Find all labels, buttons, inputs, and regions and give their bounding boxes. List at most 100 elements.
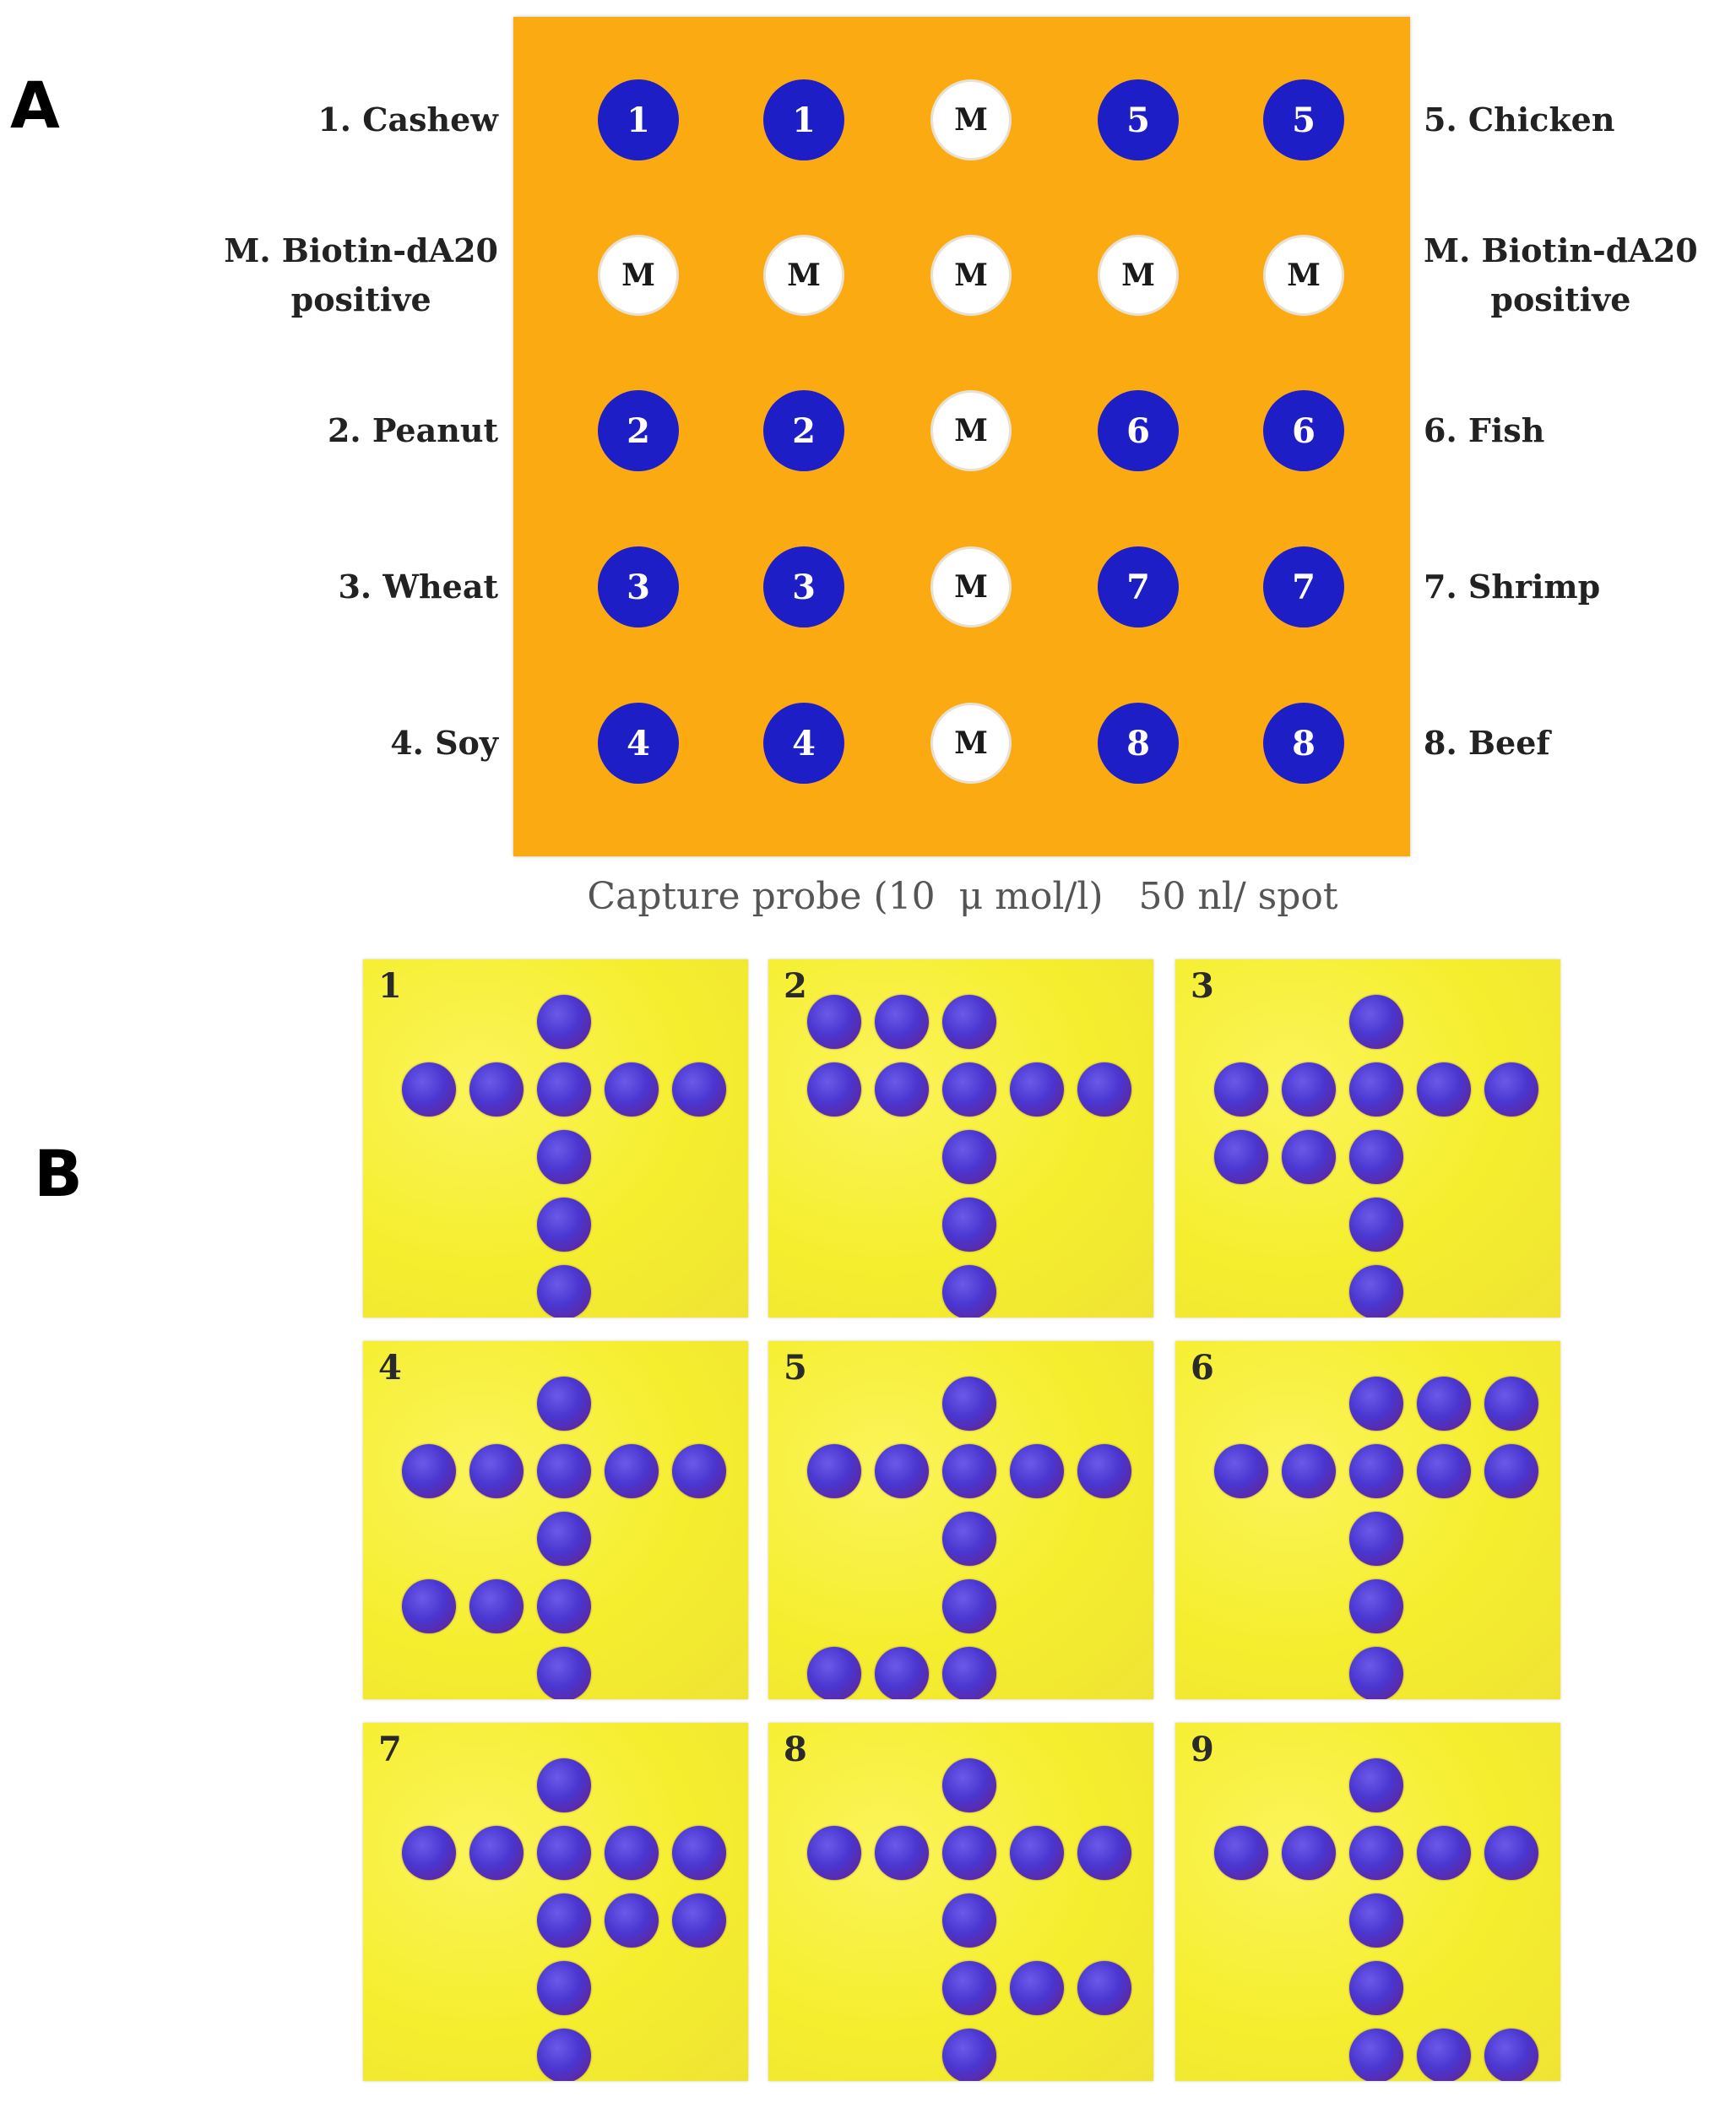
result-tile: 2 <box>768 959 1153 1318</box>
hybridized-spot <box>875 1062 929 1116</box>
hybridized-spot <box>942 1265 996 1318</box>
row-label-line: 8. Beef <box>1424 724 1550 762</box>
row-label-line: 6. Fish <box>1424 411 1545 449</box>
hybridized-spot <box>1417 1062 1471 1116</box>
tile-number: 1 <box>378 966 402 1006</box>
probe-spot: 1 <box>763 79 844 160</box>
hybridized-spot <box>1417 1377 1471 1431</box>
hybridized-spot <box>469 1826 524 1880</box>
row-label-right: 6. Fish <box>1424 406 1544 455</box>
panel-label-a: A <box>10 68 60 143</box>
row-label-line: 7. Shrimp <box>1424 568 1601 606</box>
marker-spot: M <box>930 235 1012 316</box>
hybridized-spot <box>469 1062 524 1116</box>
tile-number: 5 <box>784 1348 807 1388</box>
hybridized-spot <box>1077 1062 1131 1116</box>
hybridized-spot <box>875 1444 929 1498</box>
hybridized-spot <box>537 1062 591 1116</box>
hybridized-spot <box>1484 1826 1538 1880</box>
panel-label-b: B <box>34 1136 83 1211</box>
result-tile: 4 <box>363 1341 748 1699</box>
hybridized-spot <box>1349 995 1403 1049</box>
hybridized-spot <box>537 1444 591 1498</box>
hybridized-spot <box>1214 1444 1268 1498</box>
hybridized-spot <box>469 1579 524 1633</box>
hybridized-spot <box>537 1758 591 1812</box>
hybridized-spot <box>1349 1893 1403 1948</box>
hybridized-spot <box>807 1826 861 1880</box>
row-label-right: 5. Chicken <box>1424 95 1614 144</box>
hybridized-spot <box>807 995 861 1049</box>
row-label-right: 7. Shrimp <box>1424 562 1600 611</box>
row-label-left: 2. Peanut <box>328 406 498 455</box>
hybridized-spot <box>942 1130 996 1184</box>
result-tile: 1 <box>363 959 748 1318</box>
hybridized-spot <box>942 1826 996 1880</box>
hybridized-spot <box>942 1444 996 1498</box>
hybridized-spot <box>1282 1130 1336 1184</box>
hybridized-spot <box>1349 1265 1403 1318</box>
hybridized-spot <box>537 1377 591 1431</box>
marker-spot: M <box>930 79 1012 160</box>
marker-spot: M <box>930 390 1012 471</box>
hybridized-spot <box>1282 1444 1336 1498</box>
probe-spot: 8 <box>1098 703 1179 784</box>
hybridized-spot <box>537 1961 591 2015</box>
probe-spot: 1 <box>598 79 679 160</box>
result-tile: 5 <box>768 1341 1153 1699</box>
hybridized-spot <box>1349 1444 1403 1498</box>
hybridized-spot <box>672 1826 726 1880</box>
hybridized-spot <box>875 995 929 1049</box>
hybridized-spot <box>942 1758 996 1812</box>
hybridized-spot <box>537 2029 591 2081</box>
hybridized-spot <box>537 1826 591 1880</box>
marker-spot: M <box>1098 235 1179 316</box>
hybridized-spot <box>1349 1377 1403 1431</box>
hybridized-spot <box>942 1893 996 1948</box>
result-tile: 9 <box>1175 1723 1560 2081</box>
hybridized-spot <box>469 1444 524 1498</box>
hybridized-spot <box>672 1062 726 1116</box>
tile-number: 8 <box>784 1730 807 1769</box>
hybridized-spot <box>1484 1377 1538 1431</box>
hybridized-spot <box>942 1961 996 2015</box>
hybridized-spot <box>1417 2029 1471 2081</box>
hybridized-spot <box>1349 1512 1403 1566</box>
hybridized-spot <box>1010 1826 1064 1880</box>
result-tile: 8 <box>768 1723 1153 2081</box>
hybridized-spot <box>1010 1961 1064 2015</box>
hybridized-spot <box>402 1062 456 1116</box>
hybridized-spot <box>537 995 591 1049</box>
probe-spot: 2 <box>763 390 844 471</box>
hybridized-spot <box>605 1893 659 1948</box>
hybridized-spot <box>537 1893 591 1948</box>
hybridized-spot <box>672 1893 726 1948</box>
hybridized-spot <box>537 1512 591 1566</box>
marker-spot: M <box>598 235 679 316</box>
hybridized-spot <box>402 1579 456 1633</box>
hybridized-spot <box>1010 1444 1064 1498</box>
hybridized-spot <box>1417 1444 1471 1498</box>
hybridized-spot <box>807 1062 861 1116</box>
tile-number: 2 <box>784 966 807 1006</box>
hybridized-spot <box>875 1647 929 1699</box>
probe-spot: 3 <box>598 546 679 628</box>
probe-spot: 5 <box>1263 79 1344 160</box>
row-label-line: 1. Cashew <box>317 101 498 139</box>
hybridized-spot <box>1077 1961 1131 2015</box>
hybridized-spot <box>942 1647 996 1699</box>
hybridized-spot <box>537 1579 591 1633</box>
tile-number: 7 <box>378 1730 402 1769</box>
hybridized-spot <box>537 1265 591 1318</box>
probe-spot: 8 <box>1263 703 1344 784</box>
row-label-line: M. Biotin-dA20 <box>1424 231 1698 269</box>
marker-spot: M <box>763 235 844 316</box>
hybridized-spot <box>942 1579 996 1633</box>
hybridized-spot <box>402 1826 456 1880</box>
row-label-line: 2. Peanut <box>327 411 498 449</box>
hybridized-spot <box>807 1647 861 1699</box>
hybridized-spot <box>1349 1130 1403 1184</box>
